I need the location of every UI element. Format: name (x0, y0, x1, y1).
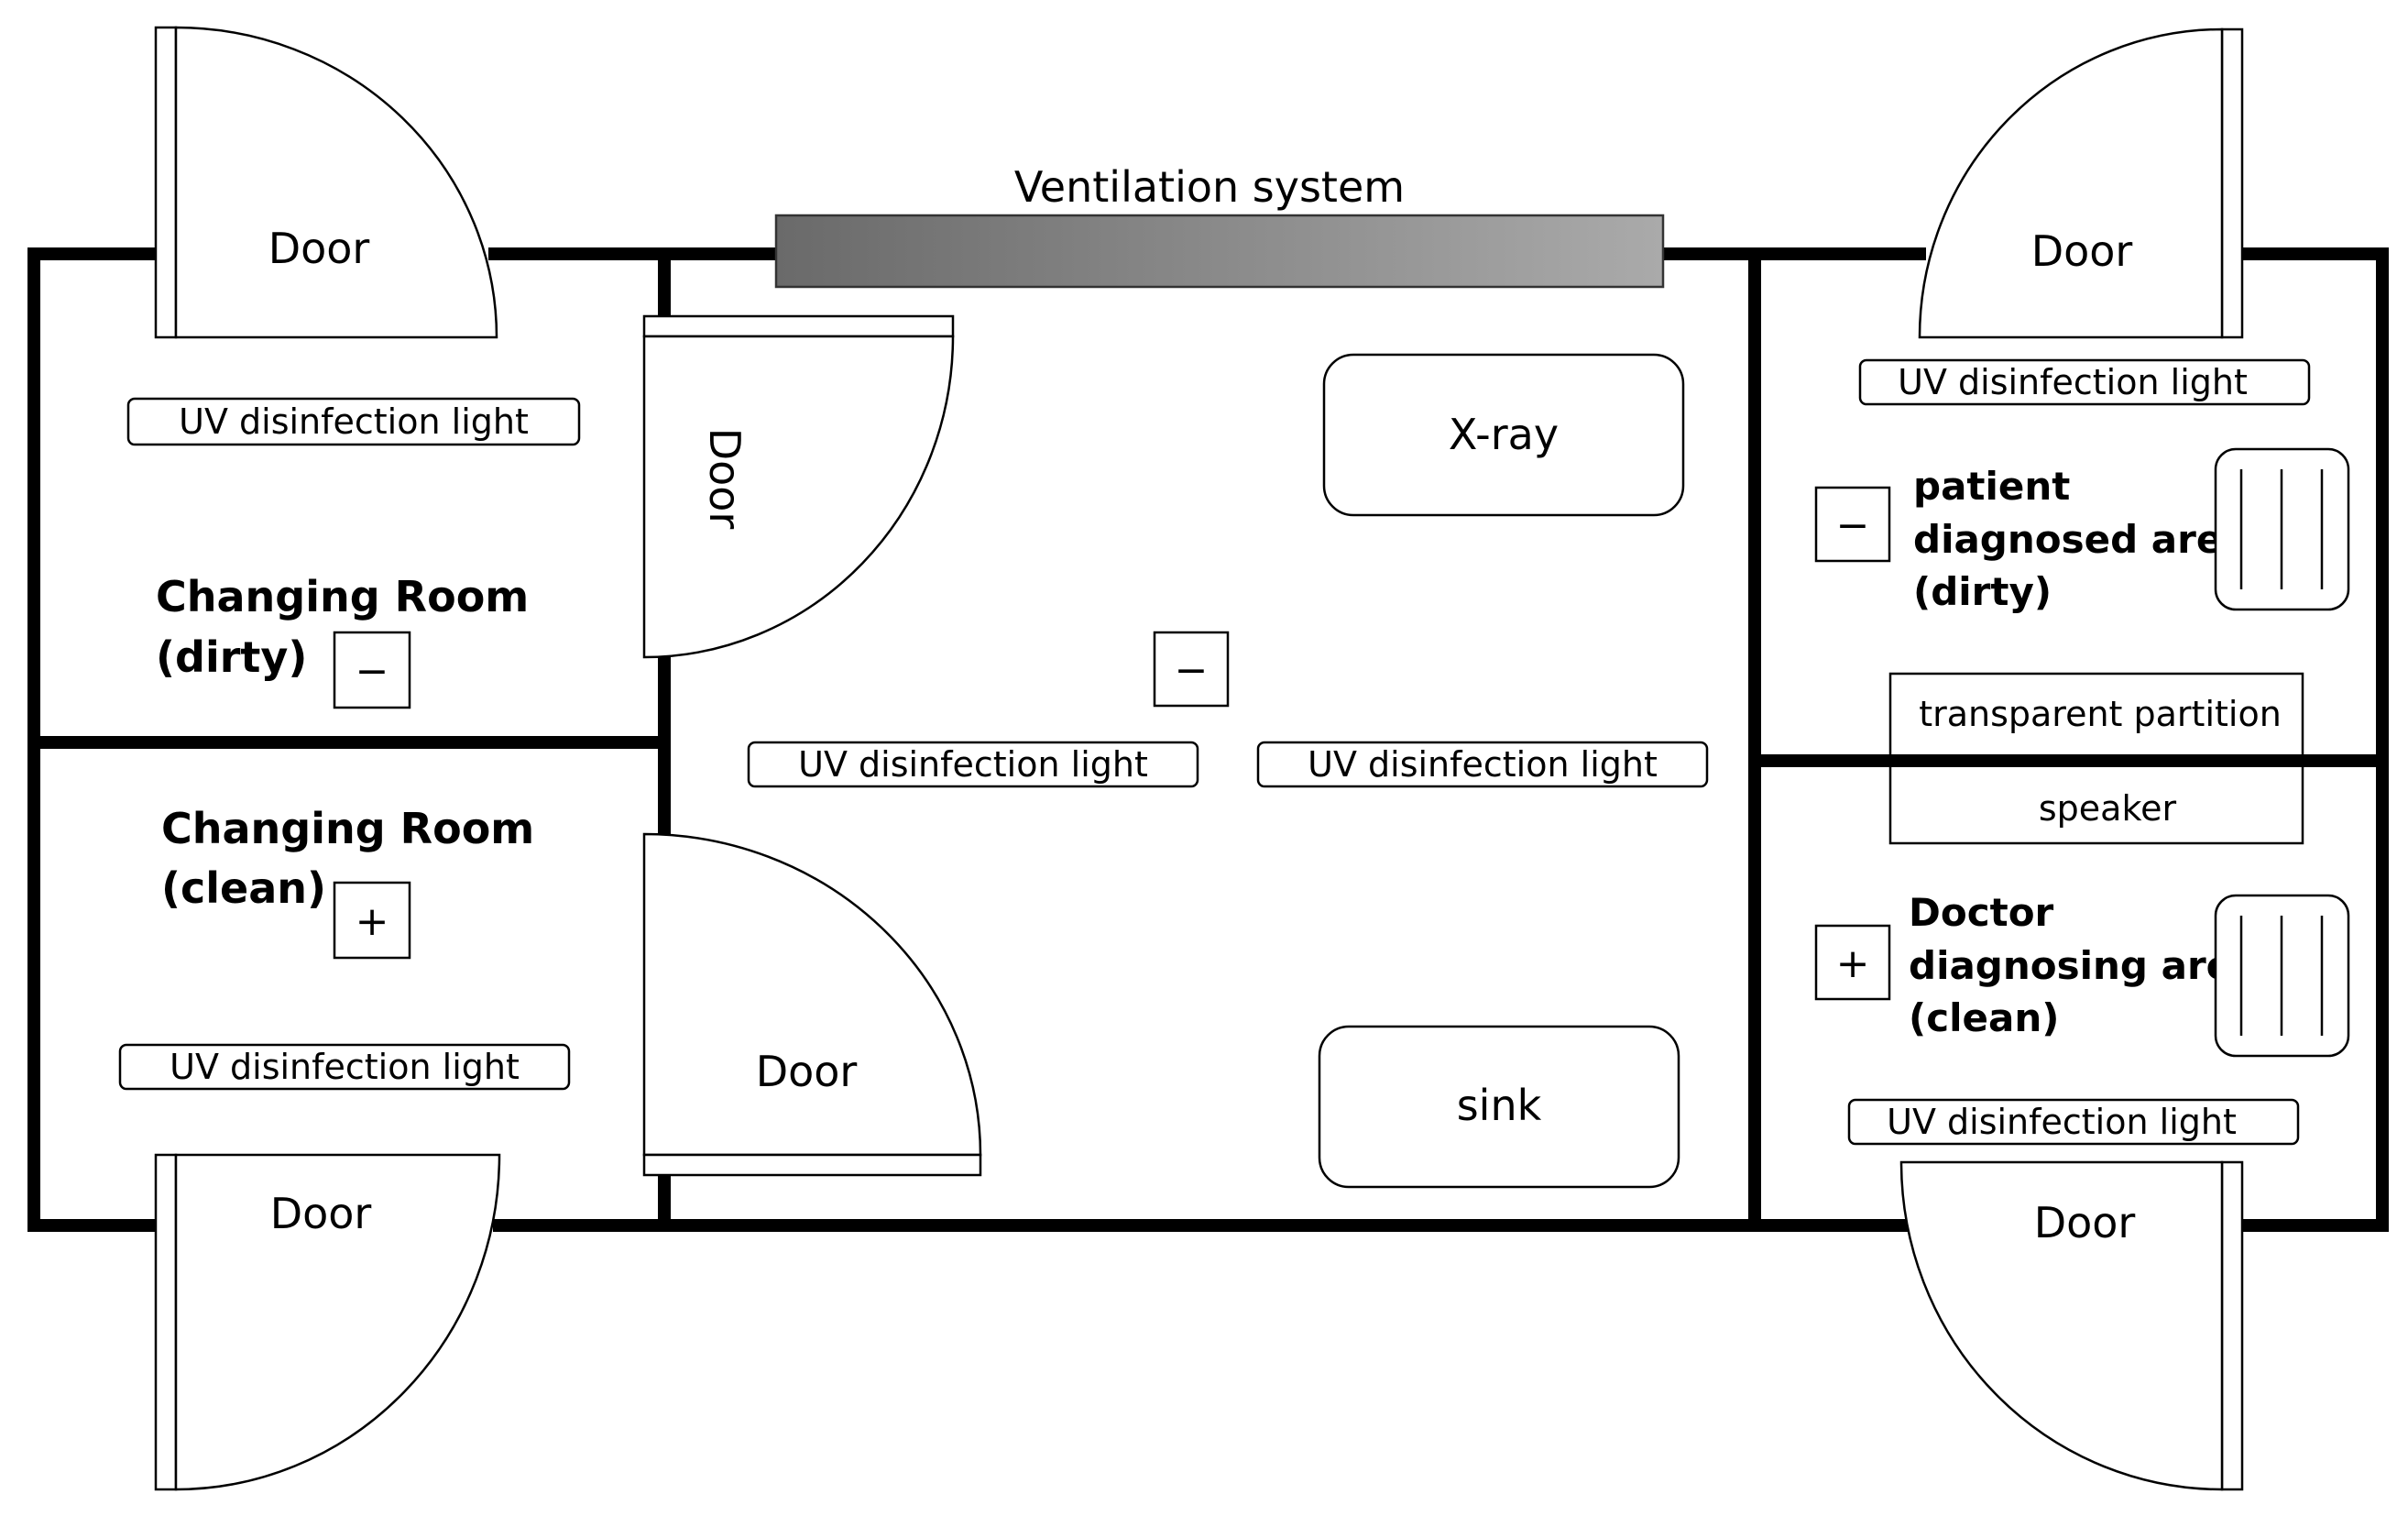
xray-label: X-ray (1449, 410, 1559, 459)
sink-label: sink (1457, 1081, 1542, 1130)
transparent-partition: transparent partition speaker (1888, 672, 2304, 845)
uv-light-patient-area: UV disinfection light (1858, 358, 2311, 406)
uv-light-label: UV disinfection light (170, 1047, 520, 1087)
door-label: Door (268, 224, 370, 273)
uv-light-label: UV disinfection light (1308, 744, 1658, 785)
partition-label: transparent partition (1919, 694, 2282, 734)
room-label-changing-clean: Changing Room (clean) (161, 804, 534, 913)
door-bottom-right: Door (1899, 1160, 2244, 1491)
xray-machine: X-ray (1322, 353, 1685, 517)
bed-icon (2214, 447, 2350, 611)
uv-light-central-left: UV disinfection light (747, 741, 1199, 788)
speaker-label: speaker (2039, 788, 2177, 829)
uv-light-label: UV disinfection light (1887, 1102, 2237, 1142)
bed-icon (2214, 894, 2350, 1058)
uv-light-label: UV disinfection light (798, 744, 1148, 785)
sink: sink (1318, 1025, 1680, 1189)
pressure-indicator-central: − (1153, 631, 1230, 708)
room-name-line: diagnosing area (1909, 943, 2259, 988)
uv-light-label: UV disinfection light (1898, 362, 2248, 402)
room-status: (dirty) (1913, 569, 2052, 614)
interior-walls (27, 247, 2389, 1232)
uv-light-central-right: UV disinfection light (1256, 741, 1709, 788)
door-label: Door (700, 428, 750, 530)
pressure-sign: + (356, 898, 389, 945)
uv-light-doctor-area: UV disinfection light (1847, 1098, 2300, 1146)
door-top-left: Door (154, 26, 498, 339)
room-status: (clean) (161, 863, 326, 913)
pressure-sign: − (1836, 502, 1870, 549)
door-bottom-left: Door (154, 1153, 501, 1491)
pressure-indicator-changing-clean: + (333, 881, 411, 960)
uv-light-changing-dirty: UV disinfection light (126, 397, 581, 446)
pressure-sign: − (356, 648, 389, 695)
room-label-changing-dirty: Changing Room (dirty) (156, 572, 529, 682)
pressure-indicator-patient-area: − (1814, 486, 1891, 563)
room-label-doctor-area: Doctor diagnosing area (clean) (1909, 890, 2259, 1040)
room-name-line: Doctor (1909, 890, 2054, 935)
door-top-right: Door (1918, 27, 2244, 339)
ventilation-label: Ventilation system (1014, 162, 1405, 212)
uv-light-label: UV disinfection light (179, 401, 529, 442)
door-middle-upper: Door (642, 314, 955, 659)
door-label: Door (756, 1047, 858, 1096)
room-name: Changing Room (161, 804, 534, 853)
pressure-sign: + (1836, 940, 1870, 987)
pressure-indicator-doctor-area: + (1814, 924, 1891, 1001)
door-label: Door (2034, 1198, 2136, 1247)
room-name-line: patient (1913, 464, 2070, 509)
room-status: (clean) (1909, 995, 2059, 1040)
door-label: Door (2031, 226, 2133, 276)
room-name: Changing Room (156, 572, 529, 621)
door-label: Door (270, 1189, 372, 1238)
door-middle-lower: Door (642, 832, 982, 1177)
pressure-sign: − (1175, 647, 1209, 694)
uv-light-changing-clean: UV disinfection light (118, 1043, 571, 1091)
pressure-indicator-changing-dirty: − (333, 631, 411, 709)
ventilation-system: Ventilation system (774, 162, 1665, 289)
room-label-patient-area: patient diagnosed area (dirty) (1913, 464, 2249, 614)
room-status: (dirty) (156, 632, 307, 682)
room-name-line: diagnosed area (1913, 517, 2249, 562)
